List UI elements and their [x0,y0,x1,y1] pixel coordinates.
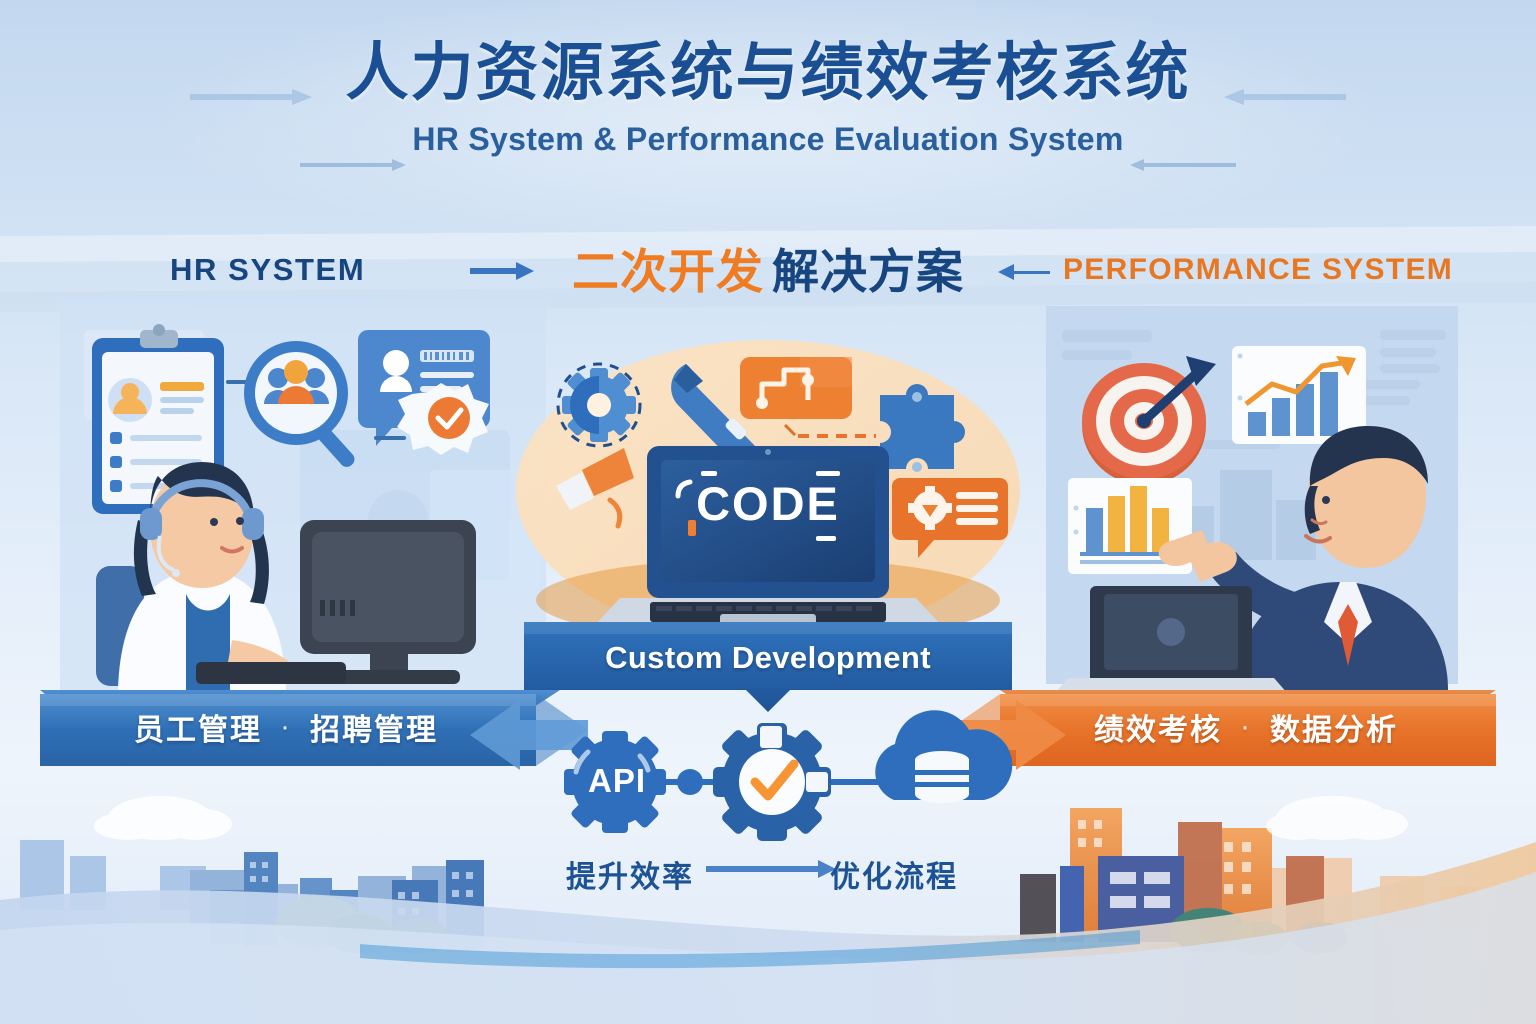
page-title-block: 人力资源系统与绩效考核系统 HR System & Performance Ev… [0,38,1536,158]
arrow-to-hr-panel [470,700,588,770]
right-ribbon-separator: · [1240,710,1252,743]
cloud-database-icon [875,710,1013,803]
desktop-monitor-icon [300,520,476,684]
workflow-card-icon [740,357,876,438]
arrow-to-performance-panel [948,700,1066,770]
right-panel-art [1000,306,1496,716]
bar-chart-trend-icon [1232,346,1366,444]
right-ribbon-item-2: 数据分析 [1270,714,1398,747]
header-arrow-right [1224,89,1346,105]
page-title-en: HR System & Performance Evaluation Syste… [412,120,1124,157]
tech-flow-row [564,710,1013,878]
label-performance-system: PERFORMANCE SYSTEM [1063,253,1454,286]
api-label: API [587,762,646,799]
laptop-screen-code-text: CODE [696,476,840,530]
laptop-icon [594,446,942,626]
left-ribbon-labels: 员工管理 · 招聘管理 [96,704,476,750]
center-head-arrow-right [998,264,1050,280]
gear-check-icon [713,723,831,841]
center-headline-blue: 解决方案 [772,244,964,298]
right-ribbon-item-1: 绩效考核 [1094,714,1222,747]
wrench-icon [671,364,760,470]
left-ribbon-item-1: 员工管理 [134,714,262,747]
gear-dashed-icon [556,362,642,448]
flow-label-right: 优化流程 [830,861,958,894]
megaphone-icon [556,448,634,529]
page-title-cn: 人力资源系统与绩效考核系统 [345,38,1191,108]
left-ribbon-item-2: 招聘管理 [310,714,438,747]
api-gear-icon [564,731,666,833]
custom-development-banner-label: Custom Development [605,640,931,675]
headset-operator-avatar [118,462,292,690]
subtitle-rule-right [1130,159,1236,171]
center-stage [516,340,1020,712]
target-arrow-icon [1082,356,1216,485]
award-badge-icon [397,383,489,455]
puzzle-piece-icon [880,384,965,472]
left-panel-art [40,300,560,716]
center-headline: 二次开发 解决方案 [496,238,1040,298]
businessman-pointing-avatar [1158,426,1448,690]
magnifier-people-icon [244,341,355,467]
right-ribbon-labels: 绩效考核 · 数据分析 [1056,704,1436,750]
center-headline-orange: 二次开发 [572,244,764,298]
label-hr-system: HR SYSTEM [170,252,366,287]
left-ribbon-separator: · [280,710,292,743]
header-arrow-left [190,89,312,105]
center-head-arrow-left [470,262,534,280]
flow-label-left: 提升效率 [566,861,694,894]
subtitle-rule-left [300,159,406,171]
